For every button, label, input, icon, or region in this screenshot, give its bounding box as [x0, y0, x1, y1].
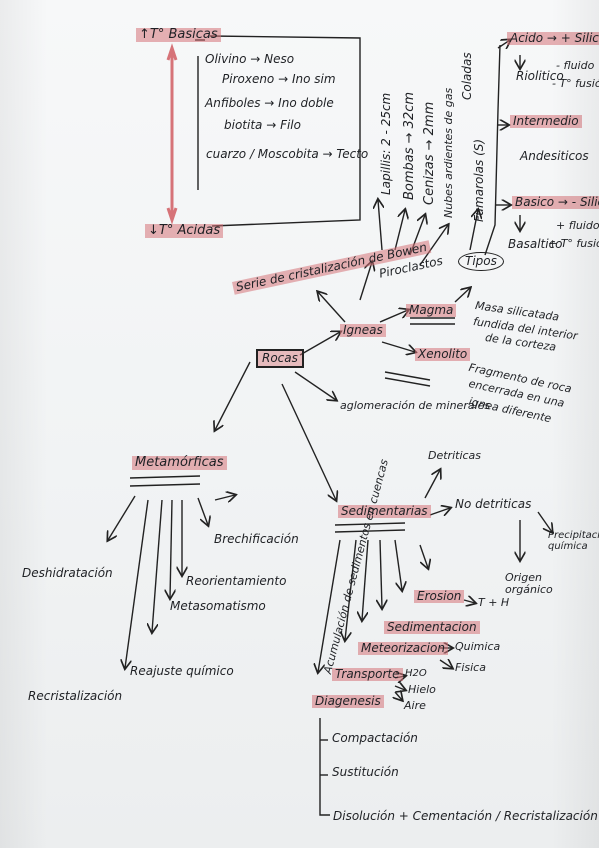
bowen-mineral-cuarzo: cuarzo / Moscobita → Tecto [206, 147, 369, 161]
bowen-mineral-olivino: Olivino → Neso [205, 52, 295, 66]
node-metamorficas: Metamórficas [132, 455, 227, 471]
sed-detriticas: Detriticas [428, 449, 482, 462]
metam-deshidratacion: Deshidratación [22, 566, 113, 580]
bowen-mineral-anfiboles: Anfiboles → Ino doble [205, 96, 334, 110]
sed-quimica: Quimica [455, 640, 501, 653]
bowen-mineral-piroxeno: Piroxeno → Ino sim [222, 72, 336, 86]
metam-metasomatismo: Metasomatismo [170, 599, 266, 613]
sed-meteorizacion: Meteorizacion [358, 641, 448, 656]
sed-hielo: Hielo [408, 683, 436, 696]
type-basico-fluido: + fluido [556, 219, 599, 232]
aglomeracion-1: aglomeración de minerales [340, 399, 491, 412]
sed-erosion: Erosion [414, 589, 465, 604]
type-basaltico: Basaltico [508, 237, 563, 251]
sed-sustitucion: Sustitución [332, 765, 399, 779]
sed-transporte: Transporte [332, 667, 403, 682]
sed-erosion-th: T + H [478, 596, 510, 609]
label-lapillis: Lapillis: 2 - 25cm [379, 92, 393, 195]
label-coladas: Coladas [460, 52, 474, 100]
sed-h2o: H2O [405, 668, 427, 679]
bowen-top: ↑T° Basicas [136, 27, 221, 43]
metam-brechificacion: Brechificación [214, 532, 299, 546]
type-acido-fluido: - fluido [556, 59, 595, 72]
node-magma: Magma [406, 303, 457, 318]
type-acido-riolitico: Riolitico [516, 69, 564, 83]
sed-no-detriticas: No detriticas [455, 497, 532, 511]
bowen-bottom: ↓T° Acidas [145, 223, 224, 239]
sed-disolucion: Disolución + Cementación / Recristalizac… [333, 809, 598, 823]
node-igneas: Igneas [340, 323, 386, 338]
label-bombas: Bombas → 32cm [402, 91, 417, 200]
type-basico-fusion: + T° fusión [548, 237, 599, 250]
label-nubes: Nubes ardientes de gas [442, 87, 455, 218]
sed-fisica: Fisica [455, 661, 486, 674]
tipos-circle: Tipos [458, 252, 504, 272]
sed-aire: Aire [404, 699, 426, 712]
node-sedimentarias: Sedimentarias [338, 504, 431, 519]
sed-sedimentacion: Sedimentacion [384, 620, 480, 635]
sed-compactacion: Compactación [332, 731, 418, 745]
metam-recristalizacion: Recristalización [28, 689, 123, 703]
type-acido-fusion: - T° fusión [552, 77, 599, 90]
label-fumarolas: Fumarolas (S) [472, 138, 486, 222]
sed-diagenesis: Diagenesis [312, 694, 384, 709]
node-xenolito: Xenolito [415, 347, 471, 362]
node-rocas: Rocas [256, 349, 304, 369]
type-intermedio: Intermedio [510, 114, 582, 129]
type-basico: Basico → - Silice [512, 195, 599, 210]
label-cenizas: Cenizas → 2mm [422, 101, 437, 205]
sed-precipitacion: Precipitación química [548, 530, 599, 552]
type-andesiticos: Andesiticos [520, 149, 589, 163]
sed-origen-organico: Origen orgánico [505, 571, 553, 597]
bowen-mineral-biotita: biotita → Filo [224, 118, 301, 132]
metam-reorientamiento: Reorientamiento [186, 574, 287, 588]
metam-reajuste: Reajuste químico [130, 664, 234, 678]
type-acido: Acido → + Silice [507, 31, 599, 46]
